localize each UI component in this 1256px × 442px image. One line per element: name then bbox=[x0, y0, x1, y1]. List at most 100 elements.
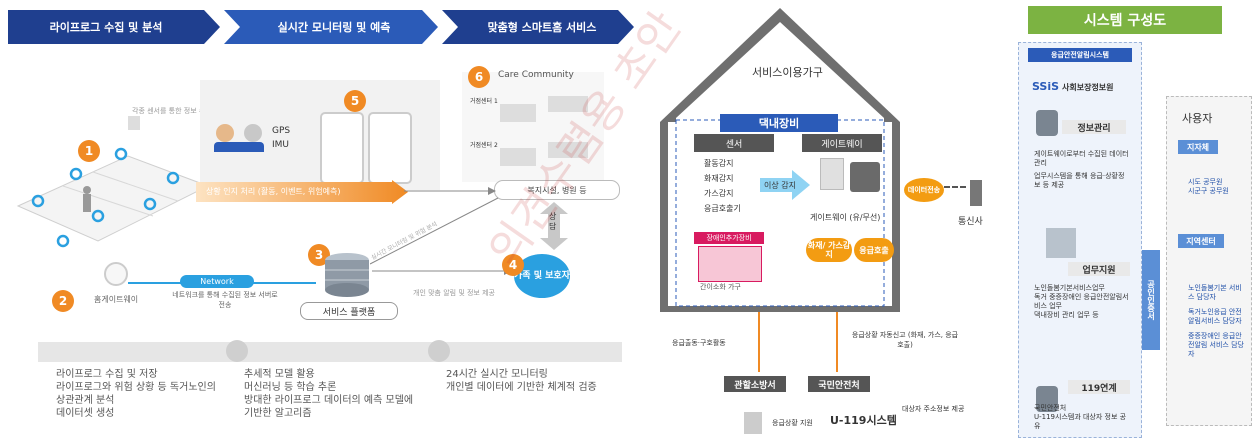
badge-4: 4 bbox=[502, 254, 524, 276]
imu-label: IMU bbox=[272, 140, 290, 150]
facility-arrow bbox=[404, 187, 496, 195]
info-items: 게이트웨이로부터 수집된 데이터관리 업무시스템을 통해 응급·상황정보 등 제… bbox=[1034, 150, 1130, 190]
left-panel: 라이프로그 수집 및 분석 실시간 모니터링 및 예측 맞춤형 스마트홈 서비스… bbox=[8, 10, 634, 420]
bottom-col-2-item: 추세적 모델 활용 bbox=[244, 369, 315, 380]
fire-station-label: 관할소방서 bbox=[724, 376, 786, 392]
telecom-label: 통신사 bbox=[958, 217, 983, 227]
platform-to-facility-line bbox=[370, 197, 499, 265]
auto-report-label: 응급상황 자동신고 (화재, 가스, 응급호출) bbox=[851, 331, 959, 349]
regional-center-header: 지역센터 bbox=[1178, 234, 1224, 248]
step-3-label: 맞춤형 스마트홈 서비스 bbox=[487, 21, 597, 34]
info-item: 게이트웨이로부터 수집된 데이터관리 bbox=[1034, 150, 1129, 167]
ssis-logo: SSiS bbox=[1032, 80, 1060, 93]
consult-arrow bbox=[540, 202, 568, 250]
fire-gas-box: 화재/ 가스감지 bbox=[806, 238, 852, 262]
emergency-system-header: 응급안전알림시스템 bbox=[1028, 48, 1132, 62]
bottom-col-3: 24시간 실시간 모니터링 개인별 데이터에 기반한 체계적 검증 bbox=[446, 368, 616, 394]
public-cert-bar: 공인인증서 bbox=[1142, 250, 1160, 350]
business-item: 노인돌봄기본서비스업무 bbox=[1034, 284, 1105, 292]
alert-bar-label: 상황 인지 처리 (활동, 이벤트, 위험예측) bbox=[206, 187, 341, 196]
house-panel: 서비스이용가구 댁내장비 센서 게이트웨이 활동감지 화재감지 가스감지 응급호… bbox=[640, 0, 1012, 442]
house-floorplan bbox=[16, 116, 210, 248]
info-item: 업무시스템을 통해 응급·상황정보 등 제공 bbox=[1034, 172, 1125, 189]
data-transfer-badge: 데이터전송 bbox=[904, 178, 944, 202]
people-shoulders bbox=[214, 142, 264, 152]
target-info-label: 대상자 주소정보 제공 bbox=[902, 405, 965, 413]
link-item: U-119시스템과 대상자 정보 공유 bbox=[1034, 413, 1127, 430]
phone-device-icon bbox=[820, 158, 844, 190]
badge-6: 6 bbox=[468, 66, 490, 88]
local-gov-item: 시도 공무원 bbox=[1188, 178, 1223, 186]
phone-2 bbox=[368, 112, 412, 184]
gateway-device-icon bbox=[850, 162, 880, 192]
emergency-support-label: 응급상황 지원 bbox=[772, 419, 813, 427]
facility-box: 복지시설, 병원 등 bbox=[494, 180, 620, 200]
service-platform-label: 서비스 플랫폼 bbox=[300, 302, 398, 320]
safety-dept-label: 국민안전처 bbox=[808, 376, 870, 392]
link-item: 국민안전처 bbox=[1034, 404, 1067, 412]
bottom-col-2-item: 머신러닝 등 학습 추론 bbox=[244, 382, 337, 393]
regional-item: 독거노인응급 안전알림서비스 담당자 bbox=[1188, 308, 1242, 325]
info-mgmt-label: 정보관리 bbox=[1062, 120, 1126, 134]
bottom-col-3-item: 24시간 실시간 모니터링 bbox=[446, 369, 548, 380]
network-note: 네트워크를 통해 수집된 정보 서버로 전송 bbox=[172, 291, 278, 309]
sensor-item: 활동감지 bbox=[704, 159, 734, 168]
network-label: Network bbox=[180, 275, 254, 288]
care-house-2 bbox=[500, 148, 536, 166]
business-support-label: 업무지원 bbox=[1068, 262, 1130, 276]
phone-1 bbox=[320, 112, 364, 184]
abnormal-arrow bbox=[760, 170, 810, 200]
regional-item: 노인돌봄기본 서비스 담당자 bbox=[1188, 284, 1242, 301]
badge-1: 1 bbox=[78, 140, 100, 162]
home-gateway-label: 홈게이트웨이 bbox=[94, 295, 139, 304]
disabled-equipment-header: 장애인추가장비 bbox=[694, 232, 764, 244]
transfer-line bbox=[944, 186, 966, 190]
database-icon bbox=[325, 253, 369, 297]
business-item: 댁내장비 관리 업무 등 bbox=[1034, 311, 1099, 319]
fire-station-icon bbox=[744, 412, 762, 434]
gateway-type-label: 게이트웨이 (유/무선) bbox=[810, 213, 881, 222]
business-item: 독거 중증장애인 응급안전알림서비스 업무 bbox=[1034, 293, 1129, 310]
care-building-1 bbox=[548, 96, 588, 112]
bottom-col-2-item: 방대한 라이프로그 데이터의 예측 모델에 기반한 알고리즘 bbox=[244, 395, 414, 419]
bottom-col-2: 추세적 모델 활용 머신러닝 등 학습 추론 방대한 라이프로그 데이터의 예측… bbox=[244, 368, 414, 420]
house-title: 서비스이용가구 bbox=[752, 66, 823, 79]
system-panel: 시스템 구성도 응급안전알림시스템 SSiS 사회보장정보원 정보관리 게이트웨… bbox=[1012, 0, 1256, 442]
equipment-header: 댁내장비 bbox=[720, 114, 838, 132]
gps-label: GPS bbox=[272, 126, 291, 136]
band-dot-1 bbox=[226, 340, 248, 362]
local-gov-header: 지자체 bbox=[1178, 140, 1218, 154]
alert-arrow bbox=[196, 180, 408, 204]
bottom-col-1-item: 데이터셋 생성 bbox=[56, 408, 115, 419]
care-community-title: Care Community bbox=[498, 70, 574, 80]
link-db-icon bbox=[1036, 386, 1058, 412]
badge-2: 2 bbox=[52, 290, 74, 312]
person-icon bbox=[216, 124, 234, 142]
bottom-col-1-item: 라이프로그와 위험 상황 등 독거노인의 상관관계 분석 bbox=[56, 382, 216, 406]
disabled-equipment-box bbox=[698, 246, 762, 282]
consult-label: 상담 bbox=[549, 212, 557, 231]
care-house-1 bbox=[500, 104, 536, 122]
care-center-2: 거점센터 2 bbox=[470, 142, 498, 149]
home-device-label: 간이소화 가구 bbox=[700, 283, 741, 291]
bottom-col-1: 라이프로그 수집 및 저장 라이프로그와 위험 상황 등 독거노인의 상관관계 … bbox=[56, 368, 226, 420]
bottom-band bbox=[38, 342, 622, 362]
local-gov-items: 시도 공무원 시군구 공무원 bbox=[1188, 178, 1248, 196]
person-icon-2 bbox=[244, 124, 262, 142]
regional-item: 중증장애인 응급안전알림 서비스 담당자 bbox=[1188, 332, 1244, 358]
band-dot-2 bbox=[428, 340, 450, 362]
u119-label: U-119시스템 bbox=[830, 414, 897, 427]
family-circle: 가족 및 보호자 bbox=[514, 254, 570, 298]
users-title: 사용자 bbox=[1182, 112, 1213, 125]
care-building-2 bbox=[548, 142, 588, 158]
regional-items: 노인돌봄기본 서비스 담당자 독거노인응급 안전알림서비스 담당자 중증장애인 … bbox=[1188, 284, 1246, 359]
gateway-header: 게이트웨이 bbox=[802, 134, 882, 152]
sensor-item: 응급호출기 bbox=[704, 204, 741, 213]
care-center-1: 거점센터 1 bbox=[470, 98, 498, 105]
sensor-note: 각종 센서를 통한 정보 수집 bbox=[132, 107, 212, 115]
abnormal-label: 이상 감지 bbox=[764, 181, 796, 190]
bottom-col-3-item: 개인별 데이터에 기반한 체계적 검증 bbox=[446, 382, 597, 393]
sensor-item: 가스감지 bbox=[704, 189, 734, 198]
badge-5: 5 bbox=[344, 90, 366, 112]
info-db-icon bbox=[1036, 110, 1058, 136]
